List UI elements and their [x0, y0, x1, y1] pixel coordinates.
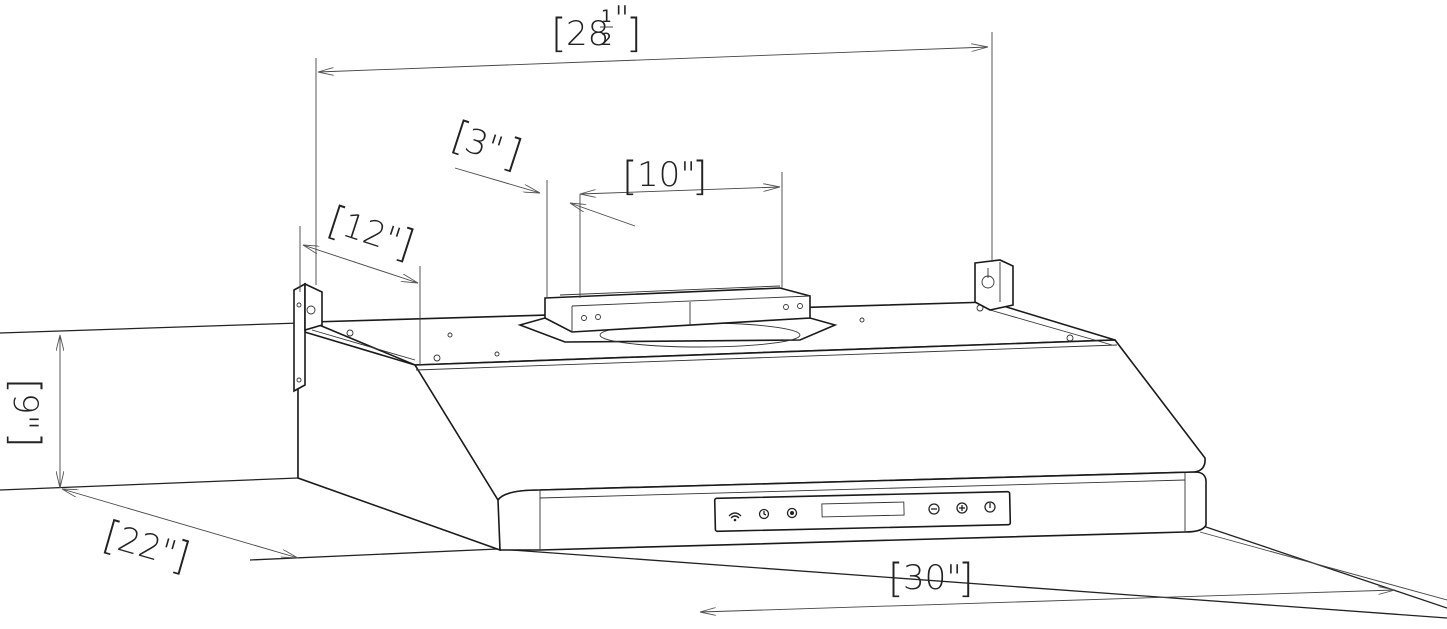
clock-icon[interactable]	[758, 508, 770, 520]
dimension-depth	[62, 489, 298, 558]
svg-text:]: ]	[626, 11, 642, 57]
display-window	[821, 501, 905, 518]
svg-text:30": 30"	[903, 558, 962, 598]
svg-text:[: [	[551, 11, 567, 57]
svg-text:]: ]	[958, 556, 974, 602]
plus-icon[interactable]	[956, 502, 968, 514]
minus-icon[interactable]	[928, 503, 940, 515]
control-panel	[713, 490, 1012, 533]
wifi-icon[interactable]	[728, 512, 742, 522]
right-bracket	[974, 259, 1014, 311]
svg-text:[: [	[622, 154, 638, 200]
label-width: [ 30" ]	[888, 556, 974, 602]
svg-text:10": 10"	[637, 155, 696, 195]
label-duct-offset: [ 3" ]	[446, 112, 527, 178]
label-overall-top: [ 28 1 2 " ]	[551, 0, 642, 57]
svg-text:]: ]	[2, 432, 48, 448]
left-bracket	[293, 282, 323, 393]
svg-text:": "	[614, 0, 630, 39]
label-mount-offset: [ 12" ]	[322, 198, 420, 269]
svg-text:1: 1	[601, 7, 612, 27]
svg-text:[: [	[2, 378, 48, 394]
svg-text:28: 28	[566, 14, 609, 54]
label-height: [ 9" ]	[2, 378, 48, 448]
svg-text:[: [	[888, 556, 904, 602]
dimension-mount-offset	[299, 226, 421, 365]
light-icon[interactable]	[786, 507, 798, 519]
duct-collar	[517, 285, 838, 348]
power-icon[interactable]	[984, 501, 996, 513]
svg-text:]: ]	[692, 154, 708, 200]
svg-text:9": 9"	[5, 393, 45, 430]
label-depth: [ 22" ]	[98, 512, 195, 580]
label-duct-width: [ 10" ]	[622, 154, 708, 200]
dimension-width	[700, 531, 1447, 612]
svg-text:2: 2	[601, 30, 612, 50]
dimension-duct-width	[546, 172, 783, 298]
dimension-duct-offset	[454, 167, 636, 227]
